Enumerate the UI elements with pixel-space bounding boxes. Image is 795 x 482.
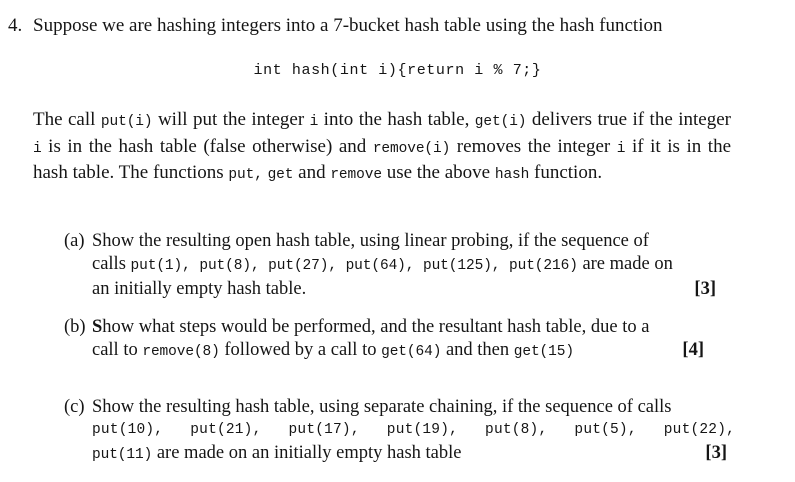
body-text-2: will put the integer [152, 109, 310, 130]
part-c-line-1: Show the resulting hash table, using sep… [92, 397, 672, 417]
part-a-line3-text: an initially empty hash table. [92, 279, 307, 299]
body-text-7: if it is in the hash table. The function… [33, 135, 731, 184]
body-text-11: function. [529, 162, 603, 183]
question-number: 4. [8, 15, 23, 36]
part-b-line1-rest: how what steps would be performed, and t… [102, 317, 650, 337]
question-part-b: (b) Show what steps would be performed, … [64, 316, 724, 364]
part-b-line2-mid-2: and then [441, 340, 514, 360]
body-text-6: removes the integer [450, 135, 617, 157]
part-c-mark: [3] [705, 443, 727, 463]
body-text-9: and [293, 162, 331, 183]
part-a-mark: [3] [694, 279, 716, 299]
part-c-body: Show the resulting hash table, using sep… [92, 396, 735, 467]
body-code-remove: remove [330, 167, 382, 183]
part-b-get-15-call: get(15) [513, 344, 574, 360]
body-text-10: use the above [381, 162, 495, 183]
part-c-label: (c) [64, 397, 85, 417]
part-b-mark: [4] [682, 340, 704, 360]
part-a-label: (a) [64, 231, 85, 251]
part-a-line-2: calls put(1), put(8), put(27), put(64), … [92, 253, 724, 278]
body-code-i-3: i [616, 140, 626, 157]
part-a-line-3: an initially empty hash table. [3] [92, 278, 724, 301]
part-b-get-64-call: get(64) [381, 344, 442, 360]
part-b-line-1: Show what steps would be performed, and … [92, 316, 712, 339]
question-part-c: (c) Show the resulting hash table, using… [64, 396, 735, 467]
part-b-body: Show what steps would be performed, and … [92, 316, 712, 364]
part-b-line1-initial: S [92, 317, 103, 337]
part-a-put-calls: put(1), put(8), put(27), put(64), put(12… [130, 258, 578, 274]
part-a-line2-prefix: calls [92, 254, 131, 274]
body-code-i-1: i [309, 114, 319, 130]
body-text-1: The call [33, 109, 101, 130]
body-code-get: get [267, 167, 294, 183]
part-b-line2-mid-1: followed by a call to [219, 340, 382, 360]
hash-function-code: int hash(int i){return i % 7;} [253, 62, 542, 79]
question-heading: 4. Suppose we are hashing integers into … [8, 14, 738, 38]
part-b-line-2: call to remove(8) followed by a call to … [92, 339, 712, 364]
body-code-get-i: get(i) [474, 114, 527, 130]
part-b-line2-prefix: call to [92, 340, 143, 360]
body-code-put: put, [228, 167, 263, 183]
question-body-paragraph: The call put(i) will put the integer i i… [33, 108, 731, 188]
part-c-line-3: put(11) are made on an initially empty h… [92, 442, 735, 467]
part-b-label: (b) [64, 317, 86, 337]
body-text-5: is in the hash table (false otherwise) a… [41, 135, 373, 157]
part-c-put-calls: put(10), put(21), put(17), put(19), put(… [92, 422, 735, 438]
part-a-line-1: Show the resulting open hash table, usin… [92, 231, 649, 251]
question-part-a: (a) Show the resulting open hash table, … [64, 230, 724, 301]
body-text-3: into the hash table, [318, 109, 475, 130]
body-text-4: delivers true if the integer [526, 109, 731, 130]
part-a-body: Show the resulting open hash table, usin… [92, 230, 724, 301]
part-a-line2-suffix: are made on [577, 254, 673, 274]
part-c-put-11-call: put(11) [92, 447, 153, 463]
part-b-remove-call: remove(8) [142, 344, 220, 360]
body-code-put-i: put(i) [100, 114, 153, 130]
question-heading-text: Suppose we are hashing integers into a 7… [33, 15, 663, 36]
body-code-remove-i: remove(i) [372, 140, 451, 157]
part-c-line3-text: are made on an initially empty hash tabl… [152, 443, 462, 463]
body-code-i-2: i [33, 140, 42, 157]
body-code-hash: hash [494, 167, 530, 183]
